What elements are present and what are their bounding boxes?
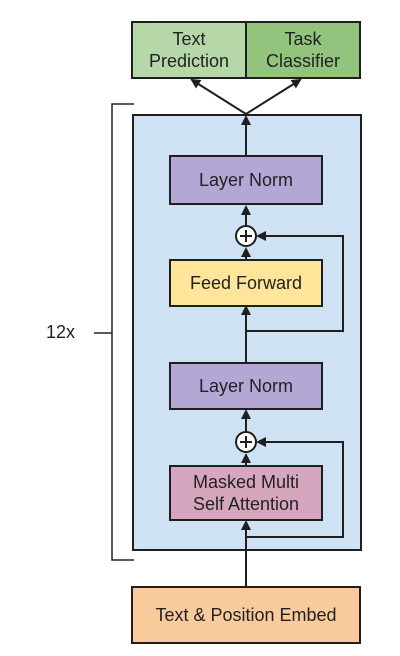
- feed-forward-block: Feed Forward: [169, 259, 323, 307]
- layer-norm-top: Layer Norm: [169, 155, 323, 205]
- text-position-embed-block: Text & Position Embed: [131, 586, 361, 644]
- arrow-to-task-classifier: [245, 78, 302, 115]
- arrow-to-text-prediction: [190, 78, 247, 115]
- masked-self-attention-block: Masked Multi Self Attention: [169, 465, 323, 521]
- residual-path-2: [246, 231, 344, 332]
- repeat-count-label: 12x: [46, 322, 76, 342]
- task-classifier-head: Task Classifier: [245, 21, 361, 79]
- repeat-bracket: [111, 103, 134, 561]
- residual-path-1: [246, 437, 344, 538]
- layer-norm-bottom: Layer Norm: [169, 362, 323, 410]
- text-prediction-head: Text Prediction: [131, 21, 247, 79]
